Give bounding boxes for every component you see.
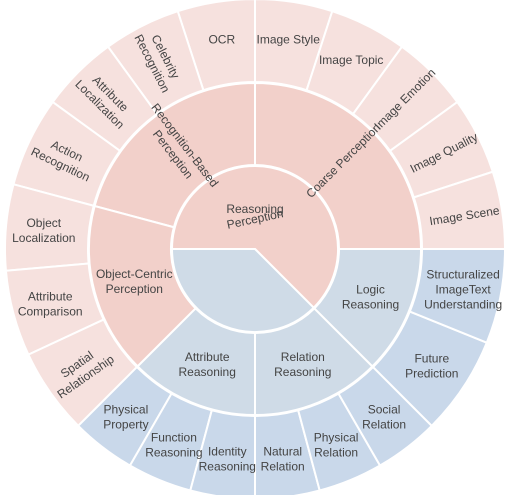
wedge-object-localization[interactable]: [4, 183, 95, 272]
label-line: Image Style: [257, 33, 321, 47]
label-line: Relation: [314, 445, 358, 459]
label-line: Future: [414, 352, 449, 366]
label-line: Understanding: [424, 298, 502, 312]
label-reasoning: Reasoning: [226, 202, 283, 216]
label-line: Perception: [106, 282, 163, 296]
label-line: OCR: [208, 33, 235, 47]
label-line: Localization: [12, 231, 75, 245]
label-line: Relation: [362, 418, 406, 432]
wedge-physical-property[interactable]: [76, 365, 173, 467]
outer-ring: [4, 0, 507, 495]
label-image-topic: Image Topic: [319, 53, 383, 67]
label-line: Physical: [104, 403, 149, 417]
label-line: Physical: [314, 430, 359, 444]
label-line: Reasoning: [199, 460, 256, 474]
label-line: Relation: [261, 460, 305, 474]
label-line: Social: [368, 403, 401, 417]
label-line: Comparison: [18, 304, 83, 318]
label-line: Reasoning: [179, 365, 236, 379]
label-line: Logic: [356, 282, 385, 296]
label-line: Function: [151, 430, 197, 444]
wedge-identity-reasoning[interactable]: [189, 409, 256, 495]
label-line: Structuralized: [426, 268, 499, 282]
wedge-structuralized-imagetext-understanding[interactable]: [408, 248, 507, 344]
wedge-celebrity-recognition[interactable]: [106, 9, 205, 116]
middle-ring: [88, 81, 423, 417]
label-line: Prediction: [405, 367, 458, 381]
wedge-attribute-comparison[interactable]: [4, 262, 105, 356]
label-line: Relation: [281, 350, 325, 364]
label-line: Image Topic: [319, 53, 383, 67]
label-line: Attribute: [28, 289, 73, 303]
label-line: Object: [26, 216, 61, 230]
wedge-social-relation[interactable]: [337, 365, 434, 467]
label-line: Property: [103, 418, 148, 432]
wedge-attribute-localization[interactable]: [51, 45, 159, 153]
label-image-style: Image Style: [257, 33, 321, 47]
wedge-perception[interactable]: [170, 165, 339, 310]
label-line: Reasoning: [342, 297, 399, 311]
label-line: ImageText: [435, 283, 491, 297]
label-line: Natural: [263, 445, 302, 459]
label-line: Reasoning: [145, 445, 202, 459]
wedge-future-prediction[interactable]: [371, 310, 489, 428]
wedge-coarse-perception[interactable]: [254, 81, 423, 250]
wedge-object-centric-perception[interactable]: [88, 204, 198, 368]
label-line: Reasoning: [274, 365, 331, 379]
label-line: Object-Centric: [96, 267, 173, 281]
label-line: Identity: [208, 445, 247, 459]
wedge-spatial-relationship[interactable]: [27, 318, 139, 428]
label-line: Reasoning: [226, 202, 283, 216]
wedge-action-recognition[interactable]: [12, 100, 122, 208]
wedge-physical-relation[interactable]: [296, 392, 382, 492]
label-line: Attribute: [185, 350, 230, 364]
wedge-function-reasoning[interactable]: [128, 392, 214, 492]
label-ocr: OCR: [208, 33, 235, 47]
wedge-relation-reasoning[interactable]: [254, 306, 374, 417]
